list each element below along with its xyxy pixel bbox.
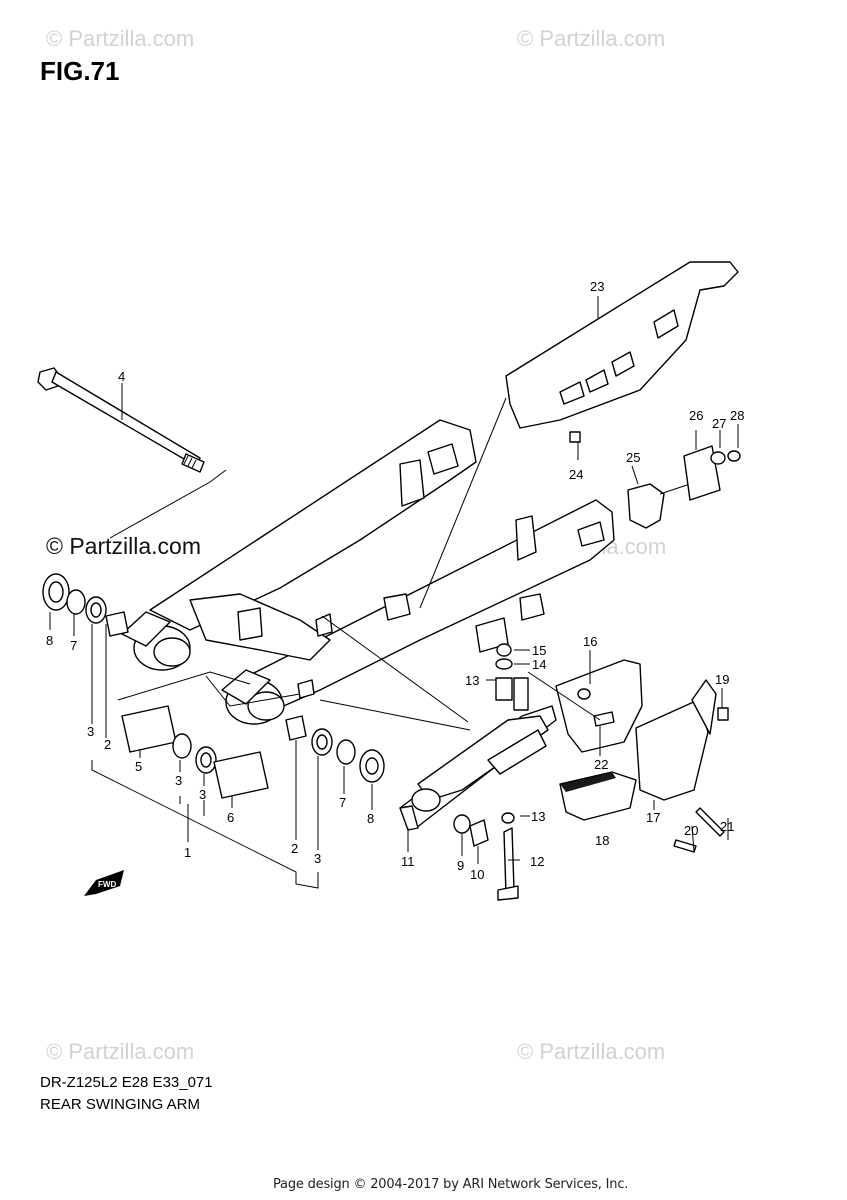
watermark-bottom-left: © Partzilla.com	[46, 1039, 195, 1064]
callout-1: 1	[184, 845, 191, 860]
callout-8-left: 8	[46, 633, 53, 648]
watermark-center: © Partzilla.com	[46, 533, 201, 559]
callout-2-b: 2	[291, 841, 298, 856]
chain-case	[505, 261, 739, 429]
callout-26: 26	[689, 408, 703, 423]
callout-19: 19	[715, 672, 729, 687]
chain-adjuster	[627, 445, 741, 529]
callout-3-c: 3	[199, 787, 206, 802]
callout-21: 21	[720, 819, 734, 834]
callout-3-a: 3	[87, 724, 94, 739]
page-footer: Page design © 2004-2017 by ARI Network S…	[273, 1177, 629, 1192]
callout-14: 14	[532, 657, 546, 672]
swingarm-body	[121, 419, 615, 725]
callout-17: 17	[646, 810, 660, 825]
callout-25: 25	[626, 450, 640, 465]
callout-22: 22	[594, 757, 608, 772]
fwd-label: FWD	[98, 880, 116, 889]
callout-2-a: 2	[104, 737, 111, 752]
callout-23: 23	[590, 279, 604, 294]
callout-numbers: 4 23 24 25 26 27 28 16 15 14 13 19 22 17…	[46, 279, 744, 882]
callout-13-bottom: 13	[531, 809, 545, 824]
diagram-title: REAR SWINGING ARM	[40, 1096, 201, 1113]
callout-28: 28	[730, 408, 744, 423]
figure-label: FIG.71	[40, 56, 120, 86]
callout-10: 10	[470, 867, 484, 882]
watermark-top-right: © Partzilla.com	[517, 26, 666, 51]
callout-7-left: 7	[70, 638, 77, 653]
callout-3-d: 3	[314, 851, 321, 866]
fasteners	[453, 431, 729, 901]
watermark-top-left: © Partzilla.com	[46, 26, 195, 51]
callout-6: 6	[227, 810, 234, 825]
pivot-shaft	[37, 367, 205, 473]
callout-7-right: 7	[339, 795, 346, 810]
callout-4: 4	[118, 369, 125, 384]
callout-20: 20	[684, 823, 698, 838]
callout-24: 24	[569, 467, 583, 482]
pivot-bearings	[42, 573, 385, 799]
callout-3-b: 3	[175, 773, 182, 788]
leader-lines	[49, 296, 739, 889]
guard-brackets	[555, 659, 717, 821]
watermark-bottom-right: © Partzilla.com	[517, 1039, 666, 1064]
callout-12: 12	[530, 854, 544, 869]
callout-15: 15	[532, 643, 546, 658]
callout-27: 27	[712, 416, 726, 431]
diagram-code: DR-Z125L2 E28 E33_071	[40, 1074, 213, 1091]
callout-5: 5	[135, 759, 142, 774]
fwd-arrow-icon: FWD	[84, 870, 124, 896]
callout-18: 18	[595, 833, 609, 848]
callout-8-right: 8	[367, 811, 374, 826]
callout-16: 16	[583, 634, 597, 649]
callout-11: 11	[401, 854, 415, 869]
chain-slider	[399, 677, 557, 831]
callout-9: 9	[457, 858, 464, 873]
callout-13-top: 13	[465, 673, 479, 688]
